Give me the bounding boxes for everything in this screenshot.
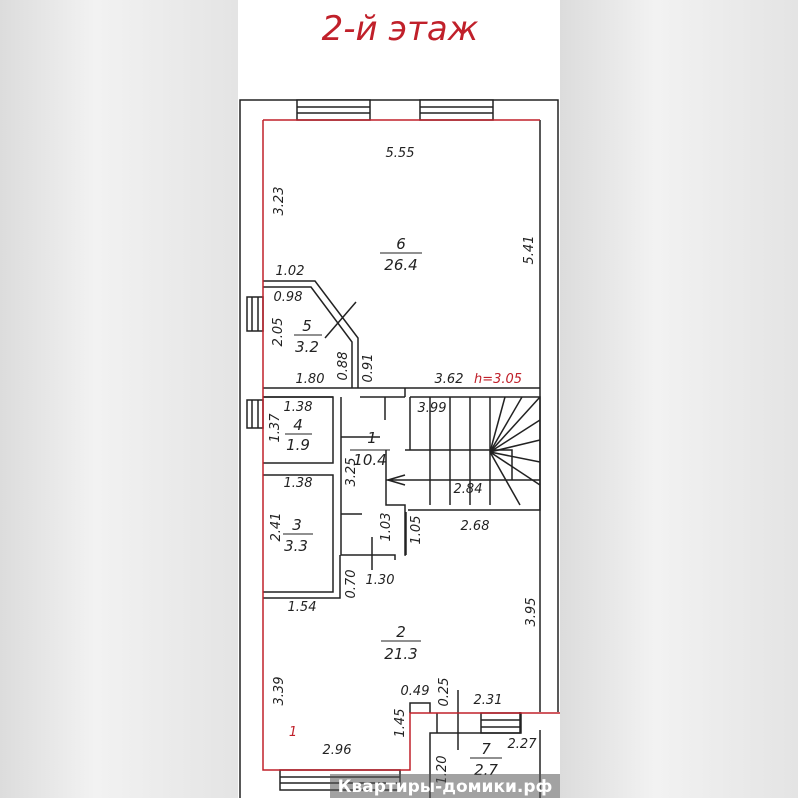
room-area: 3.2 <box>295 338 319 356</box>
room-number: 7 <box>481 740 491 758</box>
dimension: 2.05 <box>271 318 286 347</box>
room-7-label: 72.7 <box>470 740 502 779</box>
room-area: 10.4 <box>353 451 386 469</box>
dimension: 1.54 <box>288 600 317 615</box>
plan-sheet <box>238 0 560 798</box>
dimension: 0.25 <box>437 678 452 707</box>
dimension: 1.45 <box>393 709 408 738</box>
floor-title: 2-й этаж <box>322 9 479 49</box>
dimension: 2.96 <box>323 743 352 758</box>
dimension: 3.23 <box>272 187 287 216</box>
apartment-boundary <box>262 119 560 771</box>
dimension: 1.80 <box>296 372 325 387</box>
dimension: 3.95 <box>524 598 539 627</box>
dimension: 3.62 <box>435 372 464 387</box>
room-3-label: 33.3 <box>283 516 313 555</box>
dimension: 0.70 <box>344 570 359 599</box>
dimension: 2.31 <box>474 693 503 708</box>
dimension: 0.49 <box>401 684 430 699</box>
dimension: 3.25 <box>344 458 359 487</box>
walls <box>239 99 559 798</box>
room-1-label: 110.4 <box>350 429 390 469</box>
dimension: 1.05 <box>409 516 424 545</box>
room-number: 2 <box>396 623 406 641</box>
blurred-background-right <box>560 0 798 798</box>
dimension: 2.27 <box>508 737 538 752</box>
dimension-labels: 5.55 3.23 5.41 1.02 0.98 2.05 0.88 0.91 … <box>268 146 539 784</box>
watermark: Квартиры-домики.рф <box>338 777 553 797</box>
room-2-label: 221.3 <box>381 623 421 663</box>
room-number: 3 <box>292 516 302 534</box>
section-marker: 1 <box>289 725 297 740</box>
dimension: 3.39 <box>272 677 287 706</box>
room-area: 26.4 <box>384 256 417 274</box>
dimension: 5.55 <box>386 146 415 161</box>
room-4-label: 41.9 <box>285 416 312 454</box>
room-5-label: 53.2 <box>294 317 322 356</box>
dimension: 3.99 <box>418 401 447 416</box>
room-number: 4 <box>293 416 303 434</box>
watermark-band <box>330 774 560 798</box>
dimension: 1.38 <box>284 476 313 491</box>
blurred-background-left <box>0 0 238 798</box>
room-number: 1 <box>367 429 377 447</box>
room-number: 6 <box>396 235 406 253</box>
room-number: 5 <box>302 317 312 335</box>
dimension: 2.84 <box>454 482 483 497</box>
dimension: 5.41 <box>522 236 537 265</box>
room-area: 3.3 <box>284 537 308 555</box>
dimension: 1.30 <box>366 573 395 588</box>
room-labels: 626.4 53.2 41.9 110.4 33.3 221.3 72.7 <box>283 235 502 779</box>
dimension: 2.41 <box>269 513 284 542</box>
dimension: 2.68 <box>461 519 490 534</box>
ceiling-height: h=3.05 <box>474 372 522 387</box>
dimension: 1.37 <box>268 413 283 443</box>
dimension: 1.38 <box>284 400 313 415</box>
room-area: 1.9 <box>286 436 310 454</box>
room-6-label: 626.4 <box>380 235 422 274</box>
room-area: 21.3 <box>384 645 417 663</box>
dimension: 0.98 <box>274 290 303 305</box>
dimension: 1.03 <box>379 513 394 542</box>
dimension: 1.02 <box>276 264 305 279</box>
dimension: 0.91 <box>361 354 376 383</box>
dimension: 0.88 <box>336 352 351 381</box>
